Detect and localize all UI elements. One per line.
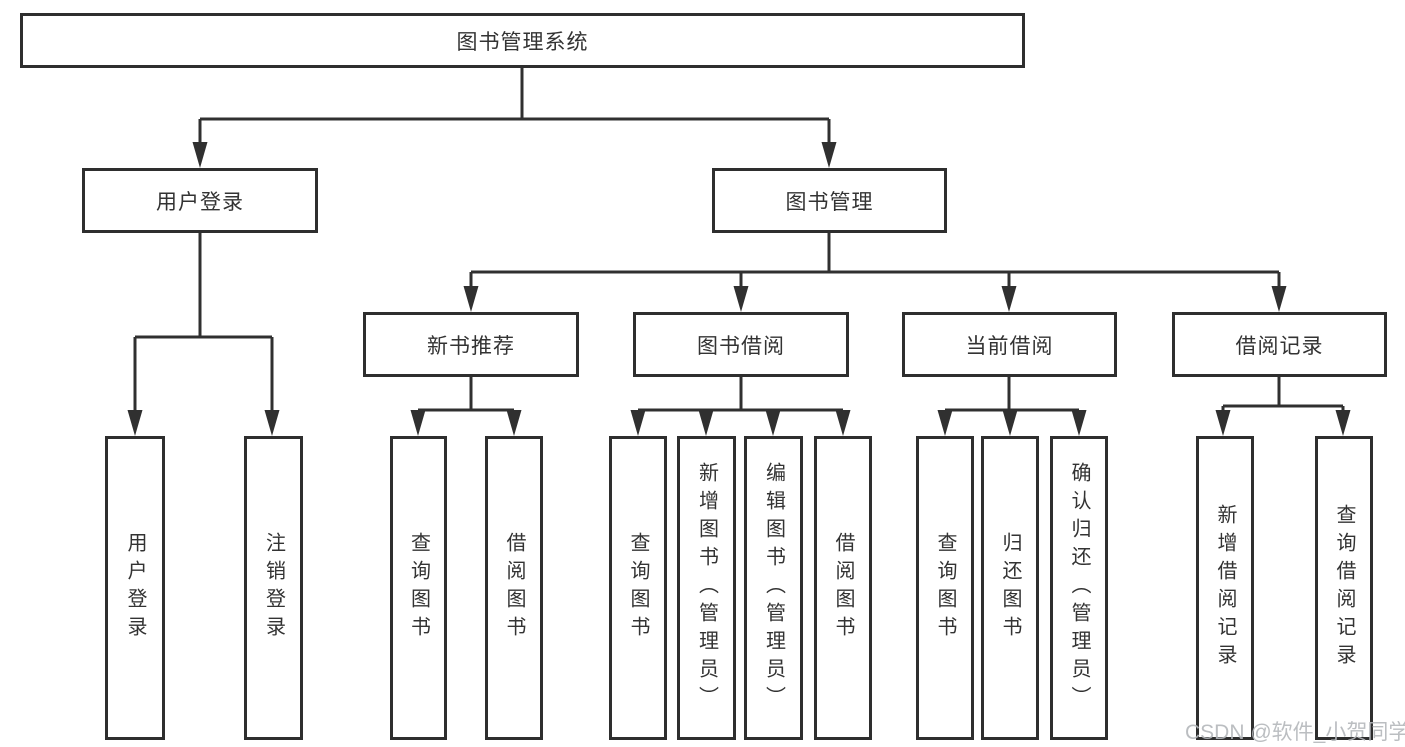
leaf-logout: 注销登录 — [244, 436, 303, 740]
leaf-query-books-current: 查询图书 — [916, 436, 974, 740]
node-book-management: 图书管理 — [712, 168, 947, 233]
node-new-book-recommend: 新书推荐 — [363, 312, 579, 377]
node-label: 新书推荐 — [427, 334, 515, 358]
leaf-edit-books-admin: 编辑图书（管理员） — [744, 436, 803, 740]
node-label: 新增借阅记录 — [1214, 504, 1236, 672]
node-label: 用户登录 — [124, 532, 146, 644]
arrowhead — [264, 410, 280, 436]
leaf-borrow-books: 借阅图书 — [814, 436, 872, 740]
leaf-query-books-borrowing: 查询图书 — [609, 436, 667, 740]
node-label: 查询图书 — [627, 532, 649, 644]
arrowhead — [765, 410, 781, 436]
arrowhead — [463, 286, 479, 312]
node-label: 查询图书 — [407, 532, 430, 644]
leaf-add-borrow-record: 新增借阅记录 — [1196, 436, 1254, 740]
node-user-login: 用户登录 — [82, 168, 318, 233]
arrowhead — [835, 410, 851, 436]
arrowhead — [192, 142, 208, 168]
node-borrowing-records: 借阅记录 — [1172, 312, 1387, 377]
node-library-management-system: 图书管理系统 — [20, 13, 1025, 68]
arrowhead — [1071, 410, 1087, 436]
node-label: 当前借阅 — [965, 334, 1054, 358]
arrowhead — [1002, 410, 1018, 436]
arrowhead — [410, 410, 426, 436]
node-label: 借阅图书 — [503, 532, 525, 644]
node-label: 用户登录 — [156, 190, 244, 214]
node-label: 查询图书 — [934, 532, 956, 644]
node-label: 编辑图书（管理员） — [762, 462, 785, 714]
arrowhead — [1271, 286, 1287, 312]
arrowhead — [698, 410, 714, 436]
node-label: 注销登录 — [262, 532, 285, 644]
leaf-query-borrow-record: 查询借阅记录 — [1315, 436, 1373, 740]
node-label: 借阅图书 — [832, 532, 854, 644]
arrowhead — [821, 142, 837, 168]
leaf-query-books-recommend: 查询图书 — [390, 436, 447, 740]
node-label: 图书借阅 — [697, 334, 785, 358]
leaf-borrow-books-recommend: 借阅图书 — [485, 436, 543, 740]
arrowhead — [937, 410, 953, 436]
node-current-borrowing: 当前借阅 — [902, 312, 1117, 377]
node-label: 图书管理 — [785, 190, 874, 214]
arrowhead — [1215, 410, 1231, 436]
node-label: 借阅记录 — [1235, 334, 1324, 358]
leaf-user-login: 用户登录 — [105, 436, 165, 740]
node-label: 归还图书 — [999, 532, 1021, 644]
node-label: 查询借阅记录 — [1333, 504, 1355, 672]
leaf-return-books: 归还图书 — [981, 436, 1039, 740]
arrowhead — [127, 410, 143, 436]
arrowhead — [1335, 410, 1351, 436]
arrowhead — [733, 286, 749, 312]
leaf-add-books-admin: 新增图书（管理员） — [677, 436, 736, 740]
leaf-confirm-return-admin: 确认归还（管理员） — [1050, 436, 1108, 740]
node-book-borrowing: 图书借阅 — [633, 312, 849, 377]
arrowhead — [1001, 286, 1017, 312]
node-label: 图书管理系统 — [456, 30, 589, 54]
node-label: 新增图书（管理员） — [695, 462, 718, 714]
arrowhead — [506, 410, 522, 436]
node-label: 确认归还（管理员） — [1068, 462, 1090, 714]
arrowhead — [630, 410, 646, 436]
